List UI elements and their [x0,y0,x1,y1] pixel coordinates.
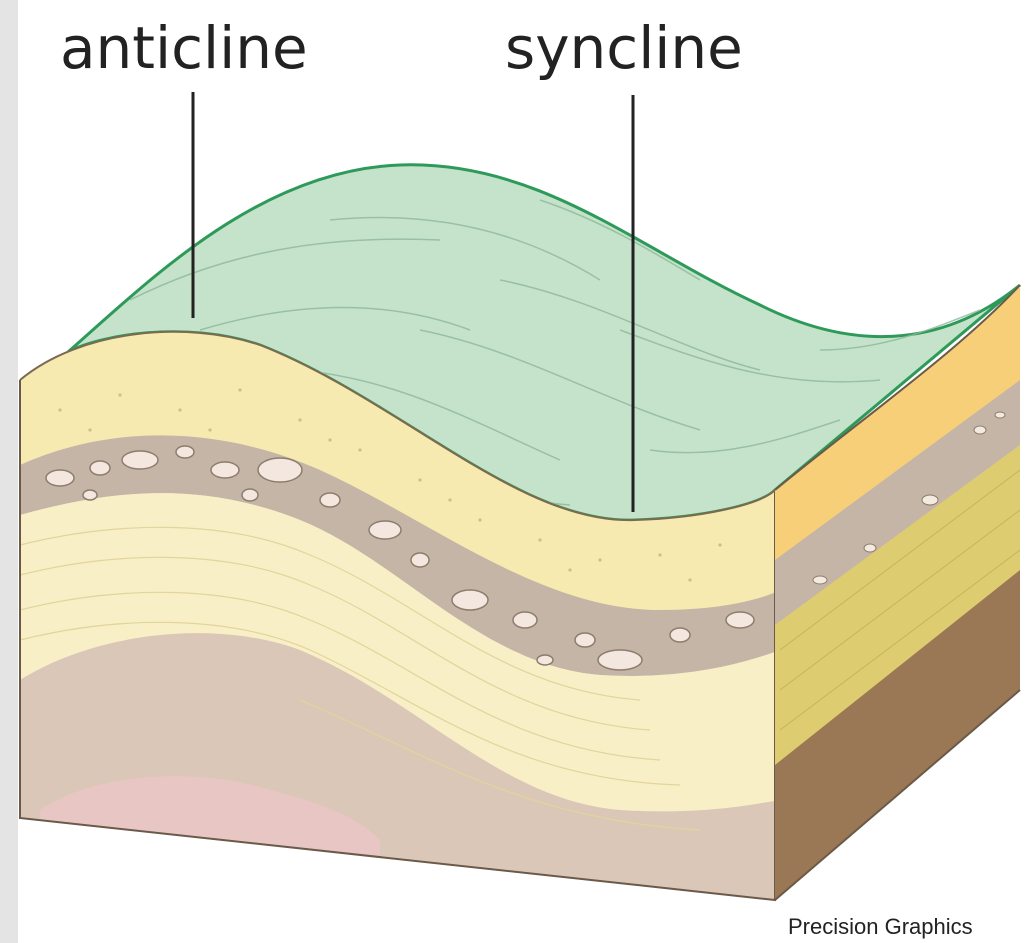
anticline-label: anticline [60,14,308,82]
credit-text: Precision Graphics [788,914,973,939]
syncline-label: syncline [505,14,743,82]
